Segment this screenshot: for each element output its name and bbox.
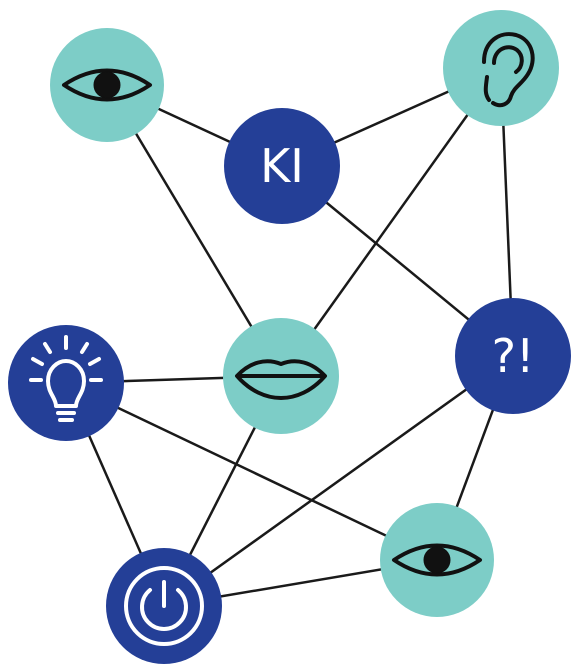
lightbulb-icon: [29, 335, 103, 422]
edge-bulb-eye-bottom: [65, 381, 438, 562]
nodes-layer: KI ?!: [8, 10, 571, 664]
node-eye-top: [50, 28, 164, 142]
node-ki: KI: [224, 108, 340, 224]
ki-label: KI: [260, 139, 304, 193]
node-ear: [443, 10, 559, 126]
edge-question-power: [163, 354, 514, 608]
node-question: ?!: [455, 298, 571, 414]
node-power: [106, 548, 222, 664]
mouth-icon: [235, 359, 327, 400]
node-bulb: [8, 325, 124, 441]
power-icon: [124, 566, 204, 646]
ear-icon: [482, 32, 535, 108]
eye-icon: [392, 543, 482, 577]
edge-ear-mouth: [279, 67, 503, 377]
eye-icon: [62, 68, 152, 102]
question-label: ?!: [492, 329, 535, 383]
node-eye-bottom: [380, 503, 494, 617]
node-mouth: [223, 318, 339, 434]
